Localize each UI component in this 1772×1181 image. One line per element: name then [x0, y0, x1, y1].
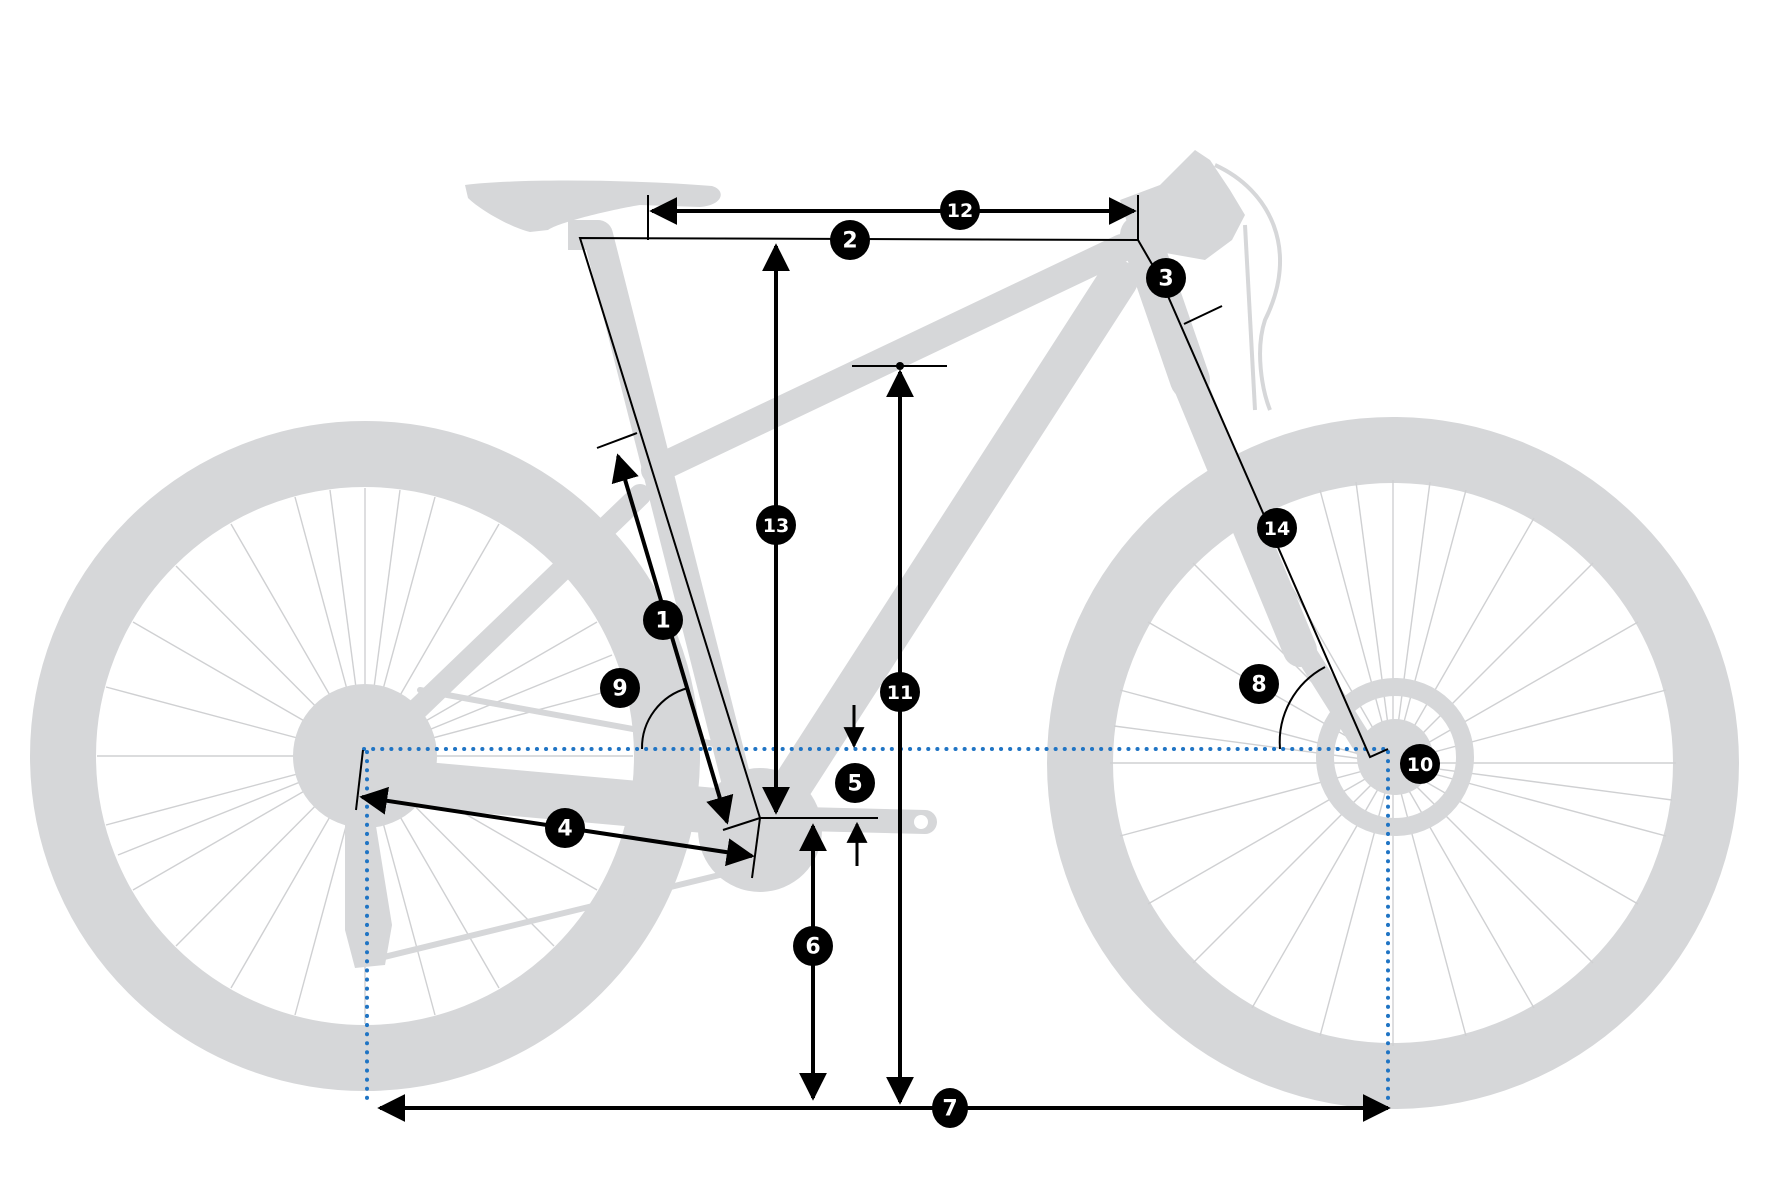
front-spokes — [1110, 480, 1676, 1046]
saddle — [465, 180, 721, 232]
svg-text:7: 7 — [942, 1097, 957, 1122]
frame-geometry-outline — [578, 236, 1389, 819]
svg-text:13: 13 — [763, 515, 789, 537]
svg-text:11: 11 — [887, 682, 913, 704]
svg-text:9: 9 — [612, 677, 627, 702]
badge-13: 13 — [756, 505, 796, 545]
badge-6: 6 — [793, 926, 833, 966]
badges: 1 2 3 4 5 6 7 8 9 10 11 12 13 14 — [545, 190, 1440, 1128]
svg-text:10: 10 — [1407, 754, 1433, 776]
badge-11: 11 — [880, 672, 920, 712]
badge-3: 3 — [1146, 258, 1186, 298]
badge-8: 8 — [1239, 664, 1279, 704]
badge-7: 7 — [932, 1088, 968, 1128]
head-tube-angle-arc — [1278, 666, 1326, 750]
svg-text:14: 14 — [1264, 518, 1290, 540]
svg-text:5: 5 — [847, 772, 862, 797]
badge-14: 14 — [1257, 508, 1297, 548]
badge-4: 4 — [545, 808, 585, 848]
svg-text:12: 12 — [947, 200, 973, 222]
bike-silhouette — [30, 150, 1739, 1109]
svg-text:1: 1 — [655, 609, 670, 634]
svg-text:8: 8 — [1251, 673, 1266, 698]
badge-1: 1 — [643, 600, 683, 640]
badge-10: 10 — [1400, 744, 1440, 784]
badge-5: 5 — [835, 763, 875, 803]
seat-tube-dimension — [611, 453, 734, 825]
svg-text:2: 2 — [842, 229, 857, 254]
handlebar — [1120, 150, 1245, 260]
svg-text:3: 3 — [1158, 267, 1173, 292]
front-wheel — [1047, 417, 1739, 1109]
badge-2: 2 — [830, 220, 870, 260]
axle-reference-lines — [362, 747, 1392, 1102]
frame — [347, 215, 1381, 961]
svg-text:4: 4 — [557, 817, 572, 842]
badge-9: 9 — [600, 668, 640, 708]
badge-12: 12 — [940, 190, 980, 230]
svg-text:6: 6 — [805, 935, 820, 960]
